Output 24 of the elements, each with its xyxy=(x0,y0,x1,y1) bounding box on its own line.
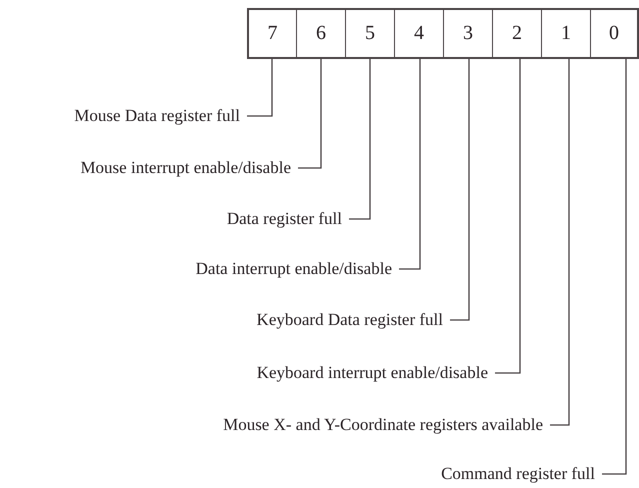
bit-number-cell: 3 xyxy=(443,8,494,59)
bit-description: Command register full xyxy=(441,463,602,485)
bit-description: Keyboard Data register full xyxy=(256,309,450,331)
bit-number-cell: 5 xyxy=(345,8,396,59)
bit-number-cell: 4 xyxy=(394,8,445,59)
bit-description: Data interrupt enable/disable xyxy=(196,258,399,280)
bit-description: Mouse Data register full xyxy=(74,105,247,127)
bit-description: Data register full xyxy=(226,208,349,230)
leader-line xyxy=(247,59,273,117)
leader-line xyxy=(550,59,570,426)
leader-line xyxy=(298,59,322,169)
bit-description: Keyboard interrupt enable/disable xyxy=(256,362,495,384)
leader-line xyxy=(349,59,371,220)
leader-line xyxy=(602,59,627,475)
bit-number-cell: 0 xyxy=(590,8,639,59)
bit-number-cell: 7 xyxy=(247,8,298,59)
leader-line xyxy=(495,59,521,374)
bit-number-cell: 2 xyxy=(492,8,543,59)
leader-line xyxy=(450,59,470,321)
bit-description: Mouse X- and Y-Coordinate registers available xyxy=(223,414,550,436)
bit-number-cell: 6 xyxy=(296,8,347,59)
bit-description: Mouse interrupt enable/disable xyxy=(80,157,298,179)
bit-number-cell: 1 xyxy=(541,8,592,59)
leader-line xyxy=(399,59,421,270)
